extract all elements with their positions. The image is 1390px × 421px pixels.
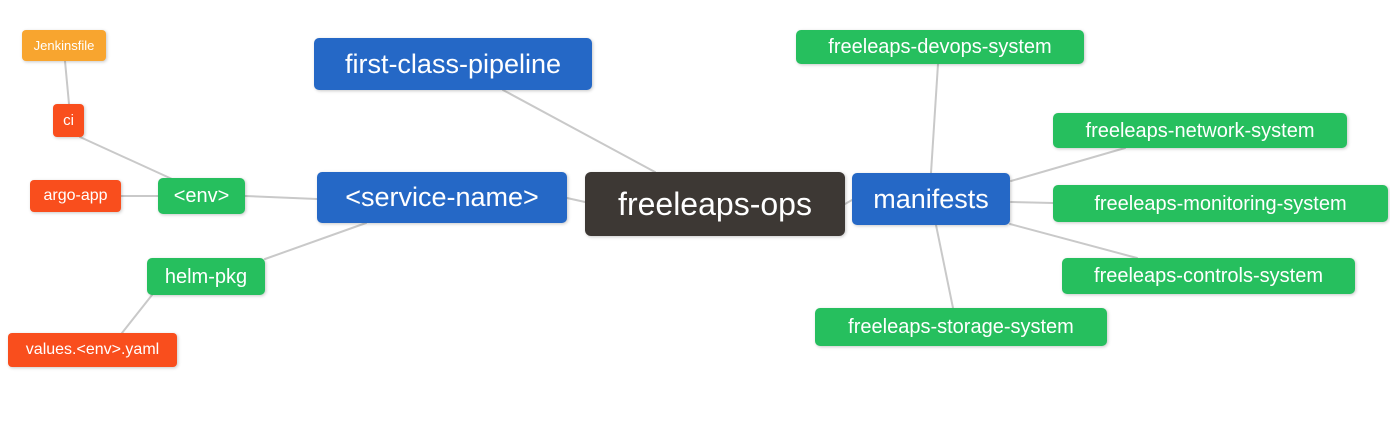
node-freeleaps-network-system[interactable]: freeleaps-network-system [1053, 113, 1347, 148]
node-helm-pkg[interactable]: helm-pkg [147, 258, 265, 295]
edge-manifests-network [1010, 147, 1126, 182]
edge-service-name-root [566, 197, 586, 203]
node-freeleaps-monitoring-system[interactable]: freeleaps-monitoring-system [1053, 185, 1388, 222]
node-first-class-pipeline[interactable]: first-class-pipeline [314, 38, 592, 90]
node-ci[interactable]: ci [53, 104, 84, 137]
edge-env-service-name [244, 195, 318, 200]
edge-ci-env [79, 136, 173, 180]
node-env[interactable]: <env> [158, 178, 245, 214]
edge-pipeline-root [502, 89, 656, 173]
edge-root-manifests [844, 199, 853, 205]
node-service-name[interactable]: <service-name> [317, 172, 567, 223]
node-freeleaps-controls-system[interactable]: freeleaps-controls-system [1062, 258, 1355, 294]
edge-helm-pkg-service-name [264, 222, 367, 260]
node-jenkinsfile[interactable]: Jenkinsfile [22, 30, 106, 61]
node-argo-app[interactable]: argo-app [30, 180, 121, 212]
edge-devops-manifests [930, 63, 939, 174]
node-values-env-yaml[interactable]: values.<env>.yaml [8, 333, 177, 367]
node-manifests[interactable]: manifests [852, 173, 1010, 225]
edge-jenkinsfile-ci [64, 60, 70, 105]
edge-helm-pkg-values [121, 294, 153, 334]
edge-manifests-storage [935, 224, 954, 309]
edge-manifests-monitoring [1010, 201, 1054, 204]
node-freeleaps-storage-system[interactable]: freeleaps-storage-system [815, 308, 1107, 346]
edge-manifests-controls [1009, 223, 1138, 259]
node-freeleaps-ops-root[interactable]: freeleaps-ops [585, 172, 845, 236]
node-freeleaps-devops-system[interactable]: freeleaps-devops-system [796, 30, 1084, 64]
